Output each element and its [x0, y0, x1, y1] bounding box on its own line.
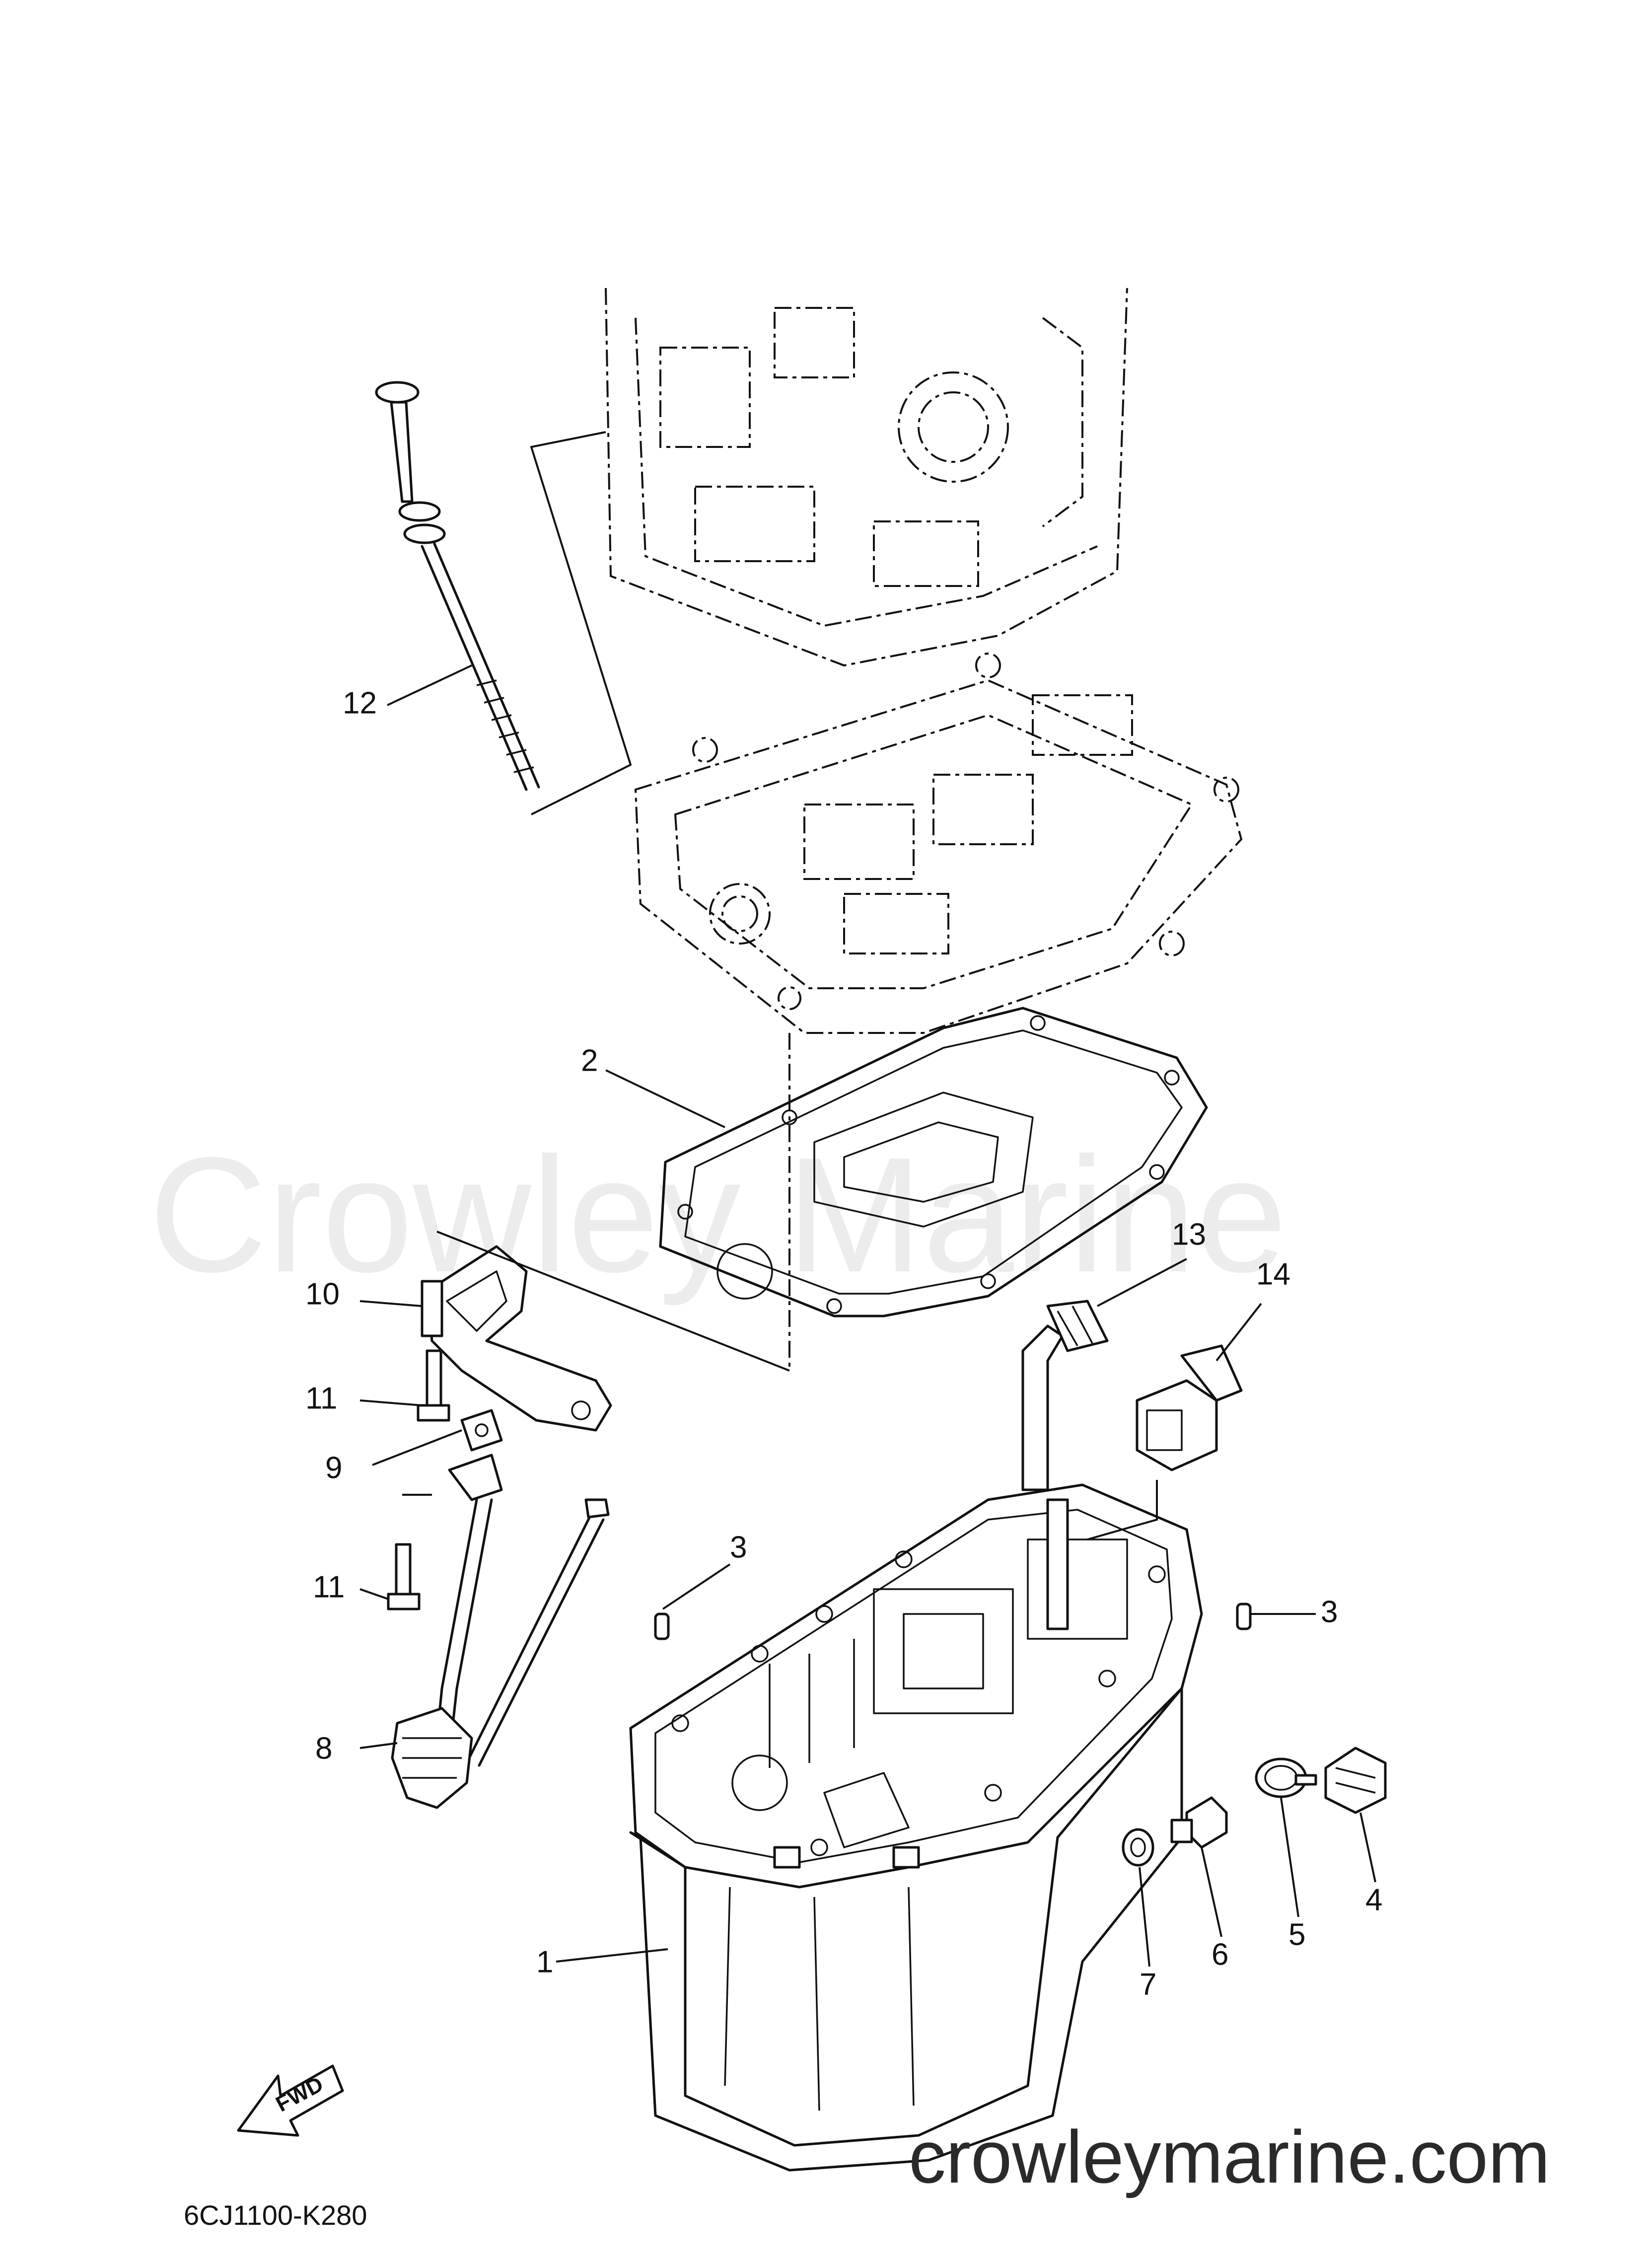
gasket-washer [1122, 1828, 1154, 1867]
gasket [659, 1007, 1208, 1317]
callout-6: 6 [1212, 1937, 1228, 1972]
callout-8: 8 [315, 1731, 332, 1765]
drain-fitting [1324, 1747, 1387, 1814]
callout-1: 1 [536, 1945, 553, 1979]
drain-plug [1170, 1796, 1228, 1849]
hose-clamp [1255, 1757, 1317, 1798]
dipstick-bracket-line [530, 431, 632, 815]
dipstick-guide-tube [391, 1454, 610, 1809]
bracket-link-line [436, 1231, 790, 1372]
callout-2: 2 [581, 1043, 598, 1078]
oil-pan [629, 1483, 1203, 2172]
callout-7: 7 [1140, 1967, 1156, 2001]
dowel-pin [654, 1612, 670, 1640]
fwd-label: FWD [272, 2072, 327, 2117]
callout-10: 10 [305, 1277, 340, 1311]
callout-12: 12 [343, 686, 377, 720]
site-footer: crowleymarine.com [909, 2115, 1550, 2198]
callout-11: 11 [305, 1381, 337, 1415]
dipstick-guide-bracket [421, 1245, 612, 1432]
bolt [387, 1543, 421, 1610]
callout-3: 3 [1321, 1595, 1338, 1629]
callout-4: 4 [1365, 1883, 1382, 1917]
leader-lines [359, 664, 1376, 1967]
exhaust-guide-outline [634, 653, 1243, 1034]
callout-13: 13 [1172, 1217, 1206, 1251]
callout-14: 14 [1256, 1257, 1290, 1291]
grommet-link-line [1087, 1480, 1158, 1540]
callout-3: 3 [730, 1530, 747, 1564]
diagram-code: 6CJ1100-K280 [184, 2199, 367, 2231]
bolt [417, 1349, 450, 1422]
callout-11: 11 [313, 1570, 345, 1604]
oil-dipstick [375, 381, 540, 791]
washer-plate [460, 1409, 503, 1452]
grommet [1136, 1344, 1243, 1471]
dowel-pin [1236, 1603, 1252, 1630]
callout-9: 9 [325, 1451, 342, 1485]
breather-hose [1021, 1300, 1109, 1491]
upper-casing-outline [605, 288, 1128, 667]
callout-5: 5 [1288, 1917, 1305, 1952]
fwd-arrow-icon: FWD [237, 2064, 344, 2137]
